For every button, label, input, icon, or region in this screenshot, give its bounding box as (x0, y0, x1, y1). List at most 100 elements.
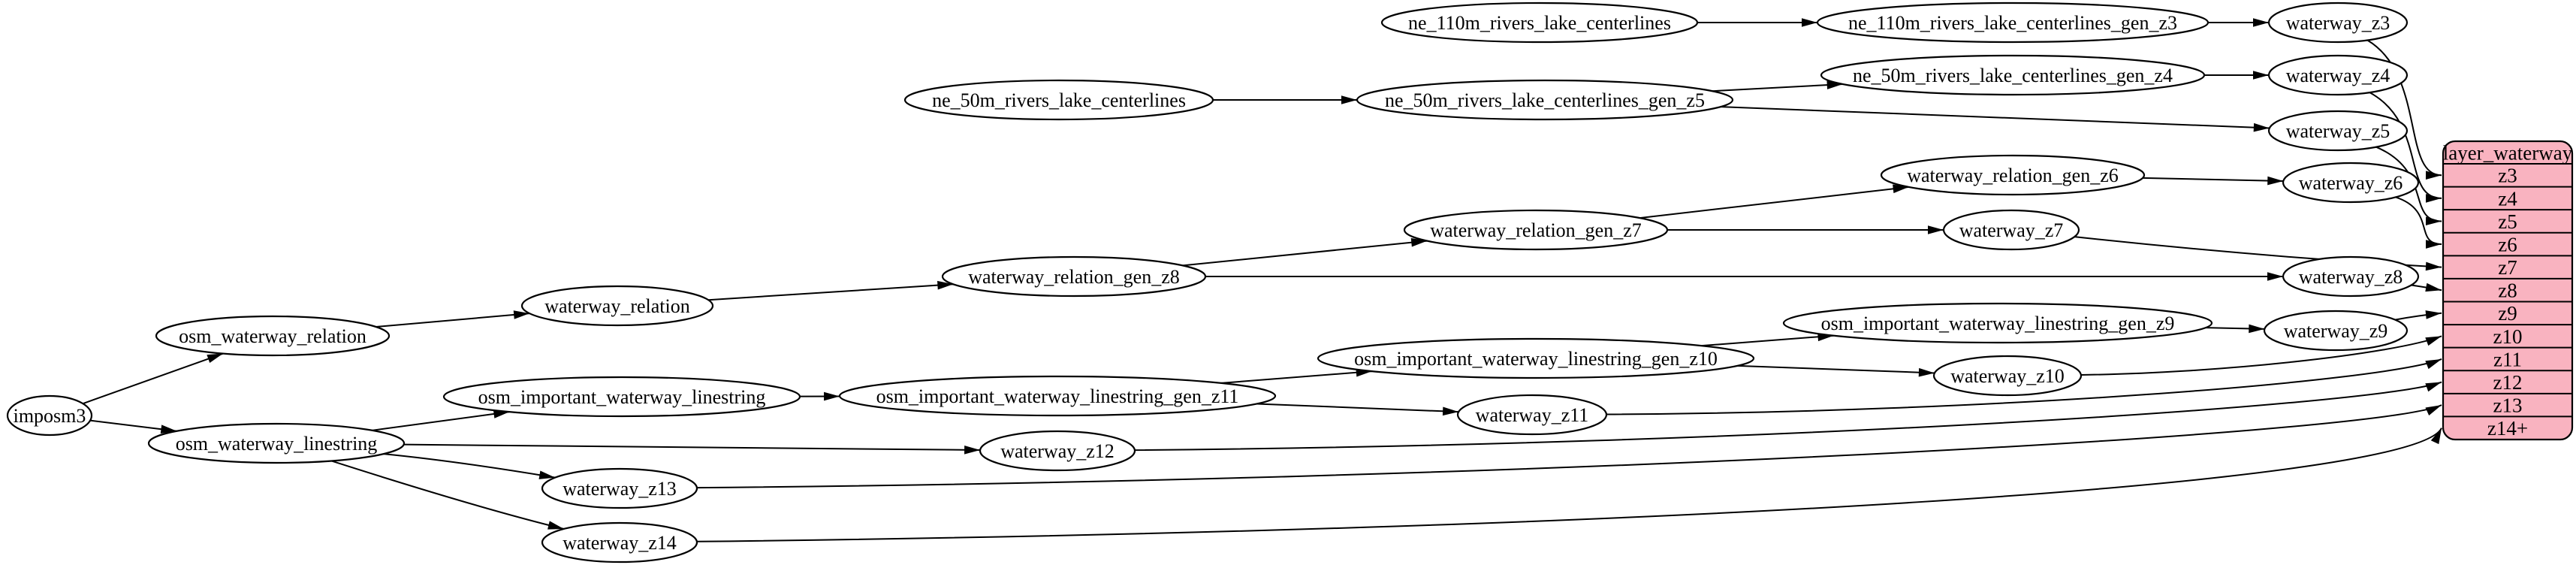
node-waterway_z8-label: waterway_z8 (2299, 266, 2403, 288)
node-waterway_relation_gen_z6-label: waterway_relation_gen_z6 (1907, 165, 2119, 186)
edge-waterway_z14-to-layer_waterway-z14+ (696, 428, 2442, 542)
node-ne_110m_rivers_lake_centerlines_gen_z3: ne_110m_rivers_lake_centerlines_gen_z3 (1816, 2, 2210, 44)
node-waterway_z12: waterway_z12 (979, 430, 1136, 472)
node-waterway_z6: waterway_z6 (2282, 162, 2420, 204)
edge-waterway_z10-to-layer_waterway-z10 (2080, 335, 2442, 376)
node-waterway_z9: waterway_z9 (2263, 310, 2409, 352)
edge-ne_50m_rivers_lake_centerlines_gen_z5-to-waterway_z5 (1721, 106, 2270, 132)
edge-osm_important_waterway_linestring_gen_z10-to-waterway_z10 (1737, 364, 1935, 377)
node-waterway_z7-label: waterway_z7 (1959, 219, 2064, 241)
node-osm_waterway_relation-shape (155, 315, 391, 357)
node-waterway_z5-label: waterway_z5 (2286, 120, 2390, 142)
edge-waterway_z8-to-layer_waterway-z8 (2411, 282, 2442, 292)
edge-waterway_z13-to-layer_waterway-z13 (696, 404, 2442, 489)
node-waterway_relation-label: waterway_relation (544, 295, 689, 317)
node-osm_important_waterway_linestring_gen_z10: osm_important_waterway_linestring_gen_z1… (1317, 337, 1755, 379)
edge-osm_waterway_linestring-to-waterway_z13 (383, 453, 556, 479)
node-waterway_z10-label: waterway_z10 (1950, 365, 2065, 387)
edge-waterway_relation_gen_z7-to-waterway_relation_gen_z6 (1639, 184, 1909, 219)
table-layer_waterway-title: layer_waterway (2443, 141, 2573, 164)
node-ne_50m_rivers_lake_centerlines: ne_50m_rivers_lake_centerlines (903, 79, 1214, 121)
node-osm_important_waterway_linestring_gen_z11-label: osm_important_waterway_linestring_gen_z1… (876, 385, 1239, 407)
node-osm_waterway_linestring: osm_waterway_linestring (147, 422, 406, 464)
edges (83, 18, 2442, 542)
edge-imposm3-to-osm_waterway_relation (83, 352, 224, 405)
node-waterway_z7: waterway_z7 (1942, 209, 2080, 251)
node-waterway_relation-shape (520, 285, 714, 327)
node-waterway_relation_gen_z6: waterway_relation_gen_z6 (1880, 154, 2146, 196)
node-waterway_z4-shape (2267, 54, 2409, 96)
edge-waterway_z6-to-layer_waterway-z6 (2395, 196, 2442, 249)
table-row-z3-label: z3 (2498, 165, 2517, 187)
node-waterway_relation_gen_z7-label: waterway_relation_gen_z7 (1430, 219, 1642, 241)
table-row-z6-label: z6 (2498, 233, 2517, 255)
node-waterway_relation_gen_z6-shape (1880, 154, 2146, 196)
node-waterway_z8: waterway_z8 (2282, 255, 2420, 298)
edge-waterway_z9-to-layer_waterway-z9 (2394, 310, 2442, 321)
edge-osm_important_waterway_linestring_gen_z9-to-waterway_z9 (2205, 324, 2265, 334)
node-waterway_z14: waterway_z14 (541, 521, 698, 563)
node-osm_important_waterway_linestring-shape (442, 376, 801, 418)
node-waterway_z11-shape (1456, 394, 1608, 436)
node-waterway_z14-label: waterway_z14 (563, 532, 677, 554)
node-ne_50m_rivers_lake_centerlines_gen_z4: ne_50m_rivers_lake_centerlines_gen_z4 (1820, 54, 2206, 96)
node-imposm3-shape (6, 394, 93, 437)
table-row-z7-label: z7 (2498, 256, 2517, 279)
node-osm_waterway_relation: osm_waterway_relation (155, 315, 391, 357)
edge-waterway_z5-to-layer_waterway-z5 (2375, 146, 2442, 226)
node-waterway_relation_gen_z7-shape (1403, 209, 1669, 251)
table-row-z9-label: z9 (2498, 302, 2517, 325)
node-waterway_z13-label: waterway_z13 (563, 478, 677, 500)
node-osm_important_waterway_linestring_gen_z9: osm_important_waterway_linestring_gen_z9 (1782, 302, 2213, 344)
node-ne_50m_rivers_lake_centerlines_gen_z4-label: ne_50m_rivers_lake_centerlines_gen_z4 (1853, 65, 2173, 86)
node-osm_waterway_linestring-shape (147, 422, 406, 464)
node-osm_important_waterway_linestring_gen_z10-label: osm_important_waterway_linestring_gen_z1… (1354, 348, 1718, 370)
edge-waterway_relation_gen_z6-to-waterway_z6 (2143, 176, 2284, 186)
table-row-z13-label: z13 (2493, 394, 2523, 417)
table-layer_waterway-shape (2442, 140, 2574, 441)
edge-waterway_z11-to-layer_waterway-z11 (1606, 358, 2442, 415)
node-osm_important_waterway_linestring_gen_z10-shape (1317, 337, 1755, 379)
node-waterway_z4-label: waterway_z4 (2286, 65, 2390, 86)
node-osm_important_waterway_linestring-label: osm_important_waterway_linestring (478, 386, 766, 408)
node-waterway_z6-label: waterway_z6 (2299, 172, 2403, 194)
node-waterway_relation_gen_z8-shape (941, 255, 1207, 298)
edge-waterway_z3-to-layer_waterway-z3 (2366, 39, 2442, 180)
node-ne_50m_rivers_lake_centerlines-shape (903, 79, 1214, 121)
node-waterway_relation: waterway_relation (520, 285, 714, 327)
node-waterway_z3-label: waterway_z3 (2286, 12, 2390, 34)
node-ne_50m_rivers_lake_centerlines_gen_z4-shape (1820, 54, 2206, 96)
node-osm_important_waterway_linestring_gen_z11: osm_important_waterway_linestring_gen_z1… (838, 375, 1277, 417)
node-waterway_relation_gen_z8-label: waterway_relation_gen_z8 (968, 266, 1180, 288)
node-waterway_z8-shape (2282, 255, 2420, 298)
node-ne_110m_rivers_lake_centerlines_gen_z3-label: ne_110m_rivers_lake_centerlines_gen_z3 (1848, 12, 2177, 34)
node-ne_50m_rivers_lake_centerlines_gen_z5-label: ne_50m_rivers_lake_centerlines_gen_z5 (1385, 89, 1705, 111)
edge-imposm3-to-osm_waterway_linestring (90, 419, 177, 434)
node-waterway_z7-shape (1942, 209, 2080, 251)
node-waterway_z3-shape (2267, 2, 2409, 44)
node-ne_110m_rivers_lake_centerlines: ne_110m_rivers_lake_centerlines (1380, 2, 1699, 44)
node-waterway_z14-shape (541, 521, 698, 563)
node-ne_110m_rivers_lake_centerlines_gen_z3-shape (1816, 2, 2210, 44)
node-osm_waterway_linestring-label: osm_waterway_linestring (176, 433, 378, 455)
node-osm_important_waterway_linestring: osm_important_waterway_linestring (442, 376, 801, 418)
node-waterway_z11-label: waterway_z11 (1476, 404, 1589, 426)
node-osm_important_waterway_linestring_gen_z9-label: osm_important_waterway_linestring_gen_z9 (1821, 313, 2175, 334)
table-row-z10-label: z10 (2493, 325, 2523, 348)
edge-osm_waterway_linestring-to-waterway_z12 (403, 443, 981, 455)
node-waterway_z5-shape (2267, 110, 2409, 152)
table-row-z12-label: z12 (2493, 371, 2523, 394)
node-osm_important_waterway_linestring_gen_z11-shape (838, 375, 1277, 417)
node-waterway_z11: waterway_z11 (1456, 394, 1608, 436)
node-ne_110m_rivers_lake_centerlines-shape (1380, 2, 1699, 44)
node-ne_110m_rivers_lake_centerlines-label: ne_110m_rivers_lake_centerlines (1408, 12, 1671, 34)
edge-waterway_relation_gen_z8-to-waterway_relation_gen_z7 (1182, 237, 1428, 267)
node-waterway_z10-shape (1932, 355, 2083, 397)
node-waterway_z4: waterway_z4 (2267, 54, 2409, 96)
edge-waterway_z12-to-layer_waterway-z12 (1134, 381, 2442, 452)
node-ne_50m_rivers_lake_centerlines_gen_z5-shape (1356, 79, 1734, 121)
edge-osm_waterway_relation-to-waterway_relation (376, 310, 530, 328)
node-waterway_relation_gen_z7: waterway_relation_gen_z7 (1403, 209, 1669, 251)
